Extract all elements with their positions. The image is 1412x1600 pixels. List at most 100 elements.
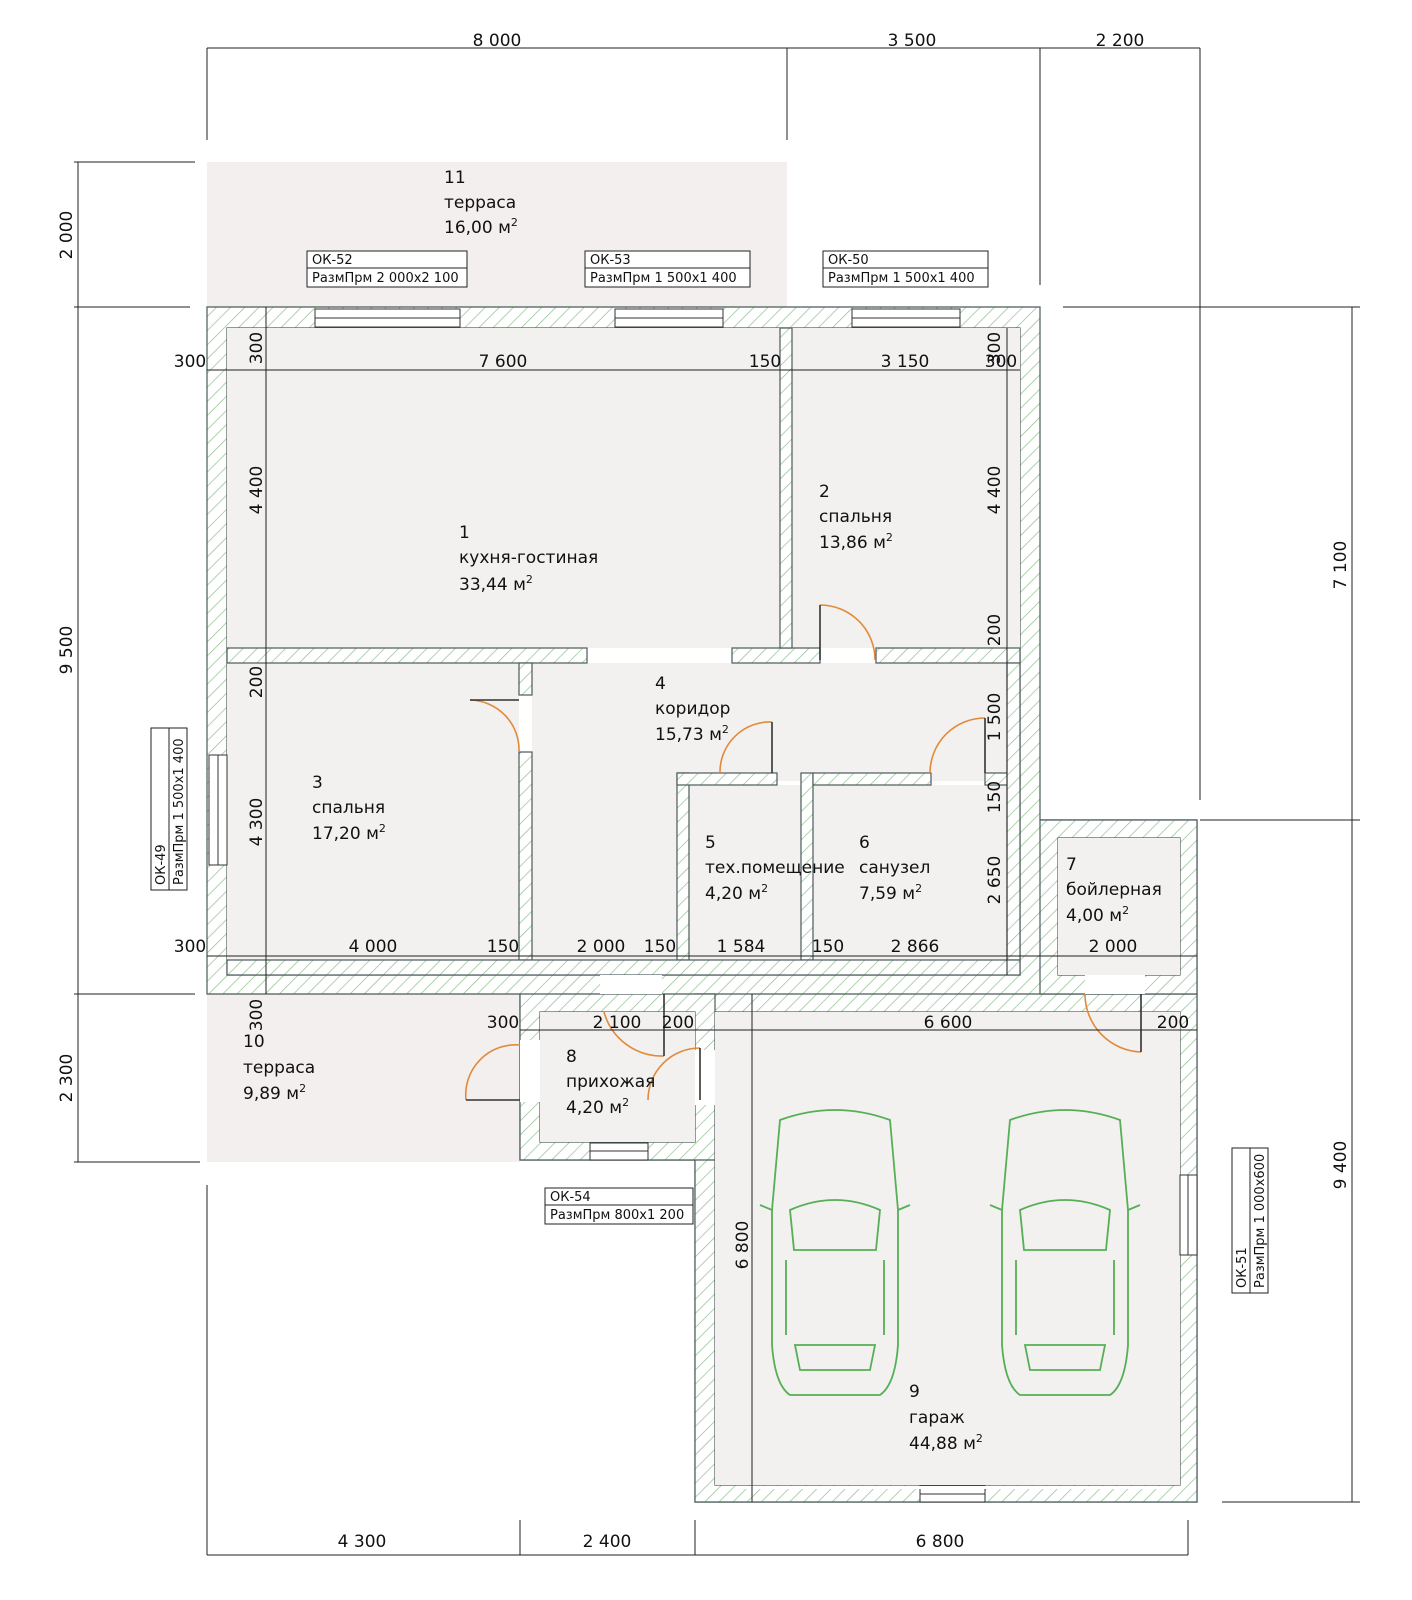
room-6-label: 6 санузел 7,59 м2 [859, 833, 930, 904]
dim-row2-f: 1 584 [717, 937, 766, 957]
room-11-label: 11 терраса 16,00 м2 [444, 168, 518, 238]
tag-ok54: ОК-54 РазмПрм 800х1 200 [544, 1187, 694, 1225]
room-area: 4,00 м2 [1066, 904, 1129, 926]
dim-bottom-1: 4 300 [338, 1532, 387, 1552]
dim-row2-e: 150 [644, 937, 676, 957]
dimension-labels: 8 000 3 500 2 200 4 300 2 400 6 800 2 00… [57, 31, 1351, 1552]
dim-top-1: 8 000 [473, 31, 522, 51]
room-area: 4,20 м2 [705, 882, 768, 904]
windows [208, 308, 1198, 1503]
room-3-label: 3 спальня 17,20 м2 [312, 773, 386, 844]
dimension-lines [74, 47, 1360, 1556]
room-labels: 11 терраса 16,00 м2 1 кухня-гостиная 33,… [243, 168, 1162, 1454]
dim-row3-a: 300 [487, 1013, 519, 1033]
dim-bottom-3: 6 800 [916, 1532, 965, 1552]
room-name: санузел [859, 858, 930, 878]
car-right-icon [989, 1109, 1141, 1396]
dim-right-inner-a: 300 [985, 332, 1005, 364]
room-name: коридор [655, 699, 730, 719]
room-number: 10 [243, 1032, 265, 1052]
dim-left-2: 9 500 [57, 626, 77, 675]
dim-row1-d: 3 150 [881, 352, 930, 372]
room-name: бойлерная [1066, 880, 1162, 900]
tag-ok49: ОК-49 РазмПрм 1 500х1 400 [150, 727, 188, 891]
room-number: 11 [444, 168, 466, 188]
tag-size: РазмПрм 1 500х1 400 [172, 738, 187, 885]
dim-garage-depth: 6 800 [733, 1221, 753, 1270]
room-10-label: 10 терраса 9,89 м2 [243, 1032, 315, 1104]
dim-right-inner-b: 4 400 [985, 466, 1005, 515]
tag-ok50: ОК-50 РазмПрм 1 500х1 400 [822, 250, 989, 288]
room-number: 5 [705, 833, 716, 853]
room-area: 7,59 м2 [859, 882, 922, 904]
dim-row3-c: 200 [662, 1013, 694, 1033]
dim-left-inner-b: 4 400 [247, 466, 267, 515]
tag-ok53: ОК-53 РазмПрм 1 500х1 400 [584, 250, 751, 288]
dim-row3-e: 200 [1157, 1013, 1189, 1033]
dim-right-inner-f: 2 650 [985, 856, 1005, 905]
room-name: спальня [312, 798, 385, 818]
room-name: спальня [819, 507, 892, 527]
tag-mark: ОК-53 [590, 253, 631, 268]
dim-row1-b: 7 600 [479, 352, 528, 372]
dim-bottom-2: 2 400 [583, 1532, 632, 1552]
room-8-label: 8 прихожая 4,20 м2 [566, 1047, 655, 1118]
dim-row2-c: 150 [487, 937, 519, 957]
room-5-label: 5 тех.помещение 4,20 м2 [705, 833, 845, 904]
room-name: терраса [444, 193, 516, 213]
dim-left-inner-a: 300 [247, 332, 267, 364]
room-2-label: 2 спальня 13,86 м2 [819, 482, 893, 553]
room-name: тех.помещение [705, 858, 845, 878]
tag-ok51: ОК-51 РазмПрм 1 000х600 [1231, 1147, 1269, 1294]
tag-size: РазмПрм 1 500х1 400 [590, 271, 737, 286]
dim-row1-a: 300 [174, 352, 206, 372]
room-number: 3 [312, 773, 323, 793]
room-number: 7 [1066, 855, 1077, 875]
room-number: 8 [566, 1047, 577, 1067]
car-left-icon [759, 1109, 911, 1396]
dim-row2-a: 300 [174, 937, 206, 957]
dim-row2-g: 150 [812, 937, 844, 957]
room-area: 17,20 м2 [312, 822, 386, 844]
dim-left-1: 2 000 [57, 211, 77, 260]
room-area: 16,00 м2 [444, 216, 518, 238]
dim-row2-d: 2 000 [577, 937, 626, 957]
tag-mark: ОК-54 [550, 1190, 591, 1205]
room-name: кухня-гостиная [459, 548, 598, 568]
room-number: 4 [655, 674, 666, 694]
room-number: 9 [909, 1382, 920, 1402]
dim-top-3: 2 200 [1096, 31, 1145, 51]
dim-right-inner-d: 1 500 [985, 693, 1005, 742]
tag-ok52: ОК-52 РазмПрм 2 000х2 100 [306, 250, 468, 288]
dim-left-inner-c: 200 [247, 666, 267, 698]
room-area: 13,86 м2 [819, 531, 893, 553]
room-area: 15,73 м2 [655, 723, 729, 745]
room-7-label: 7 бойлерная 4,00 м2 [1066, 855, 1162, 926]
dim-right-inner-e: 150 [985, 781, 1005, 813]
room-area: 44,88 м2 [909, 1432, 983, 1454]
dim-right-inner-c: 200 [985, 614, 1005, 646]
room-name: прихожая [566, 1072, 655, 1092]
room-area: 9,89 м2 [243, 1082, 306, 1104]
dim-row2-h: 2 866 [891, 937, 940, 957]
dim-row3-b: 2 100 [593, 1013, 642, 1033]
room-number: 1 [459, 523, 470, 543]
room-1-label: 1 кухня-гостиная 33,44 м2 [459, 523, 598, 595]
opening-tags: ОК-52 РазмПрм 2 000х2 100 ОК-53 РазмПрм … [150, 250, 1269, 1294]
dim-right-1: 7 100 [1331, 541, 1351, 590]
tag-size: РазмПрм 800х1 200 [550, 1208, 684, 1223]
room-name: гараж [909, 1408, 965, 1428]
room-number: 6 [859, 833, 870, 853]
room-4-label: 4 коридор 15,73 м2 [655, 674, 730, 745]
room-area: 4,20 м2 [566, 1096, 629, 1118]
dim-row2-b: 4 000 [349, 937, 398, 957]
tag-mark: ОК-51 [1235, 1247, 1250, 1288]
dim-row1-c: 150 [749, 352, 781, 372]
tag-size: РазмПрм 1 500х1 400 [828, 271, 975, 286]
dim-left-inner-e: 300 [247, 999, 267, 1031]
tag-mark: ОК-50 [828, 253, 869, 268]
room-area: 33,44 м2 [459, 573, 533, 595]
door-swings [464, 604, 1142, 1101]
tag-size: РазмПрм 2 000х2 100 [312, 271, 459, 286]
